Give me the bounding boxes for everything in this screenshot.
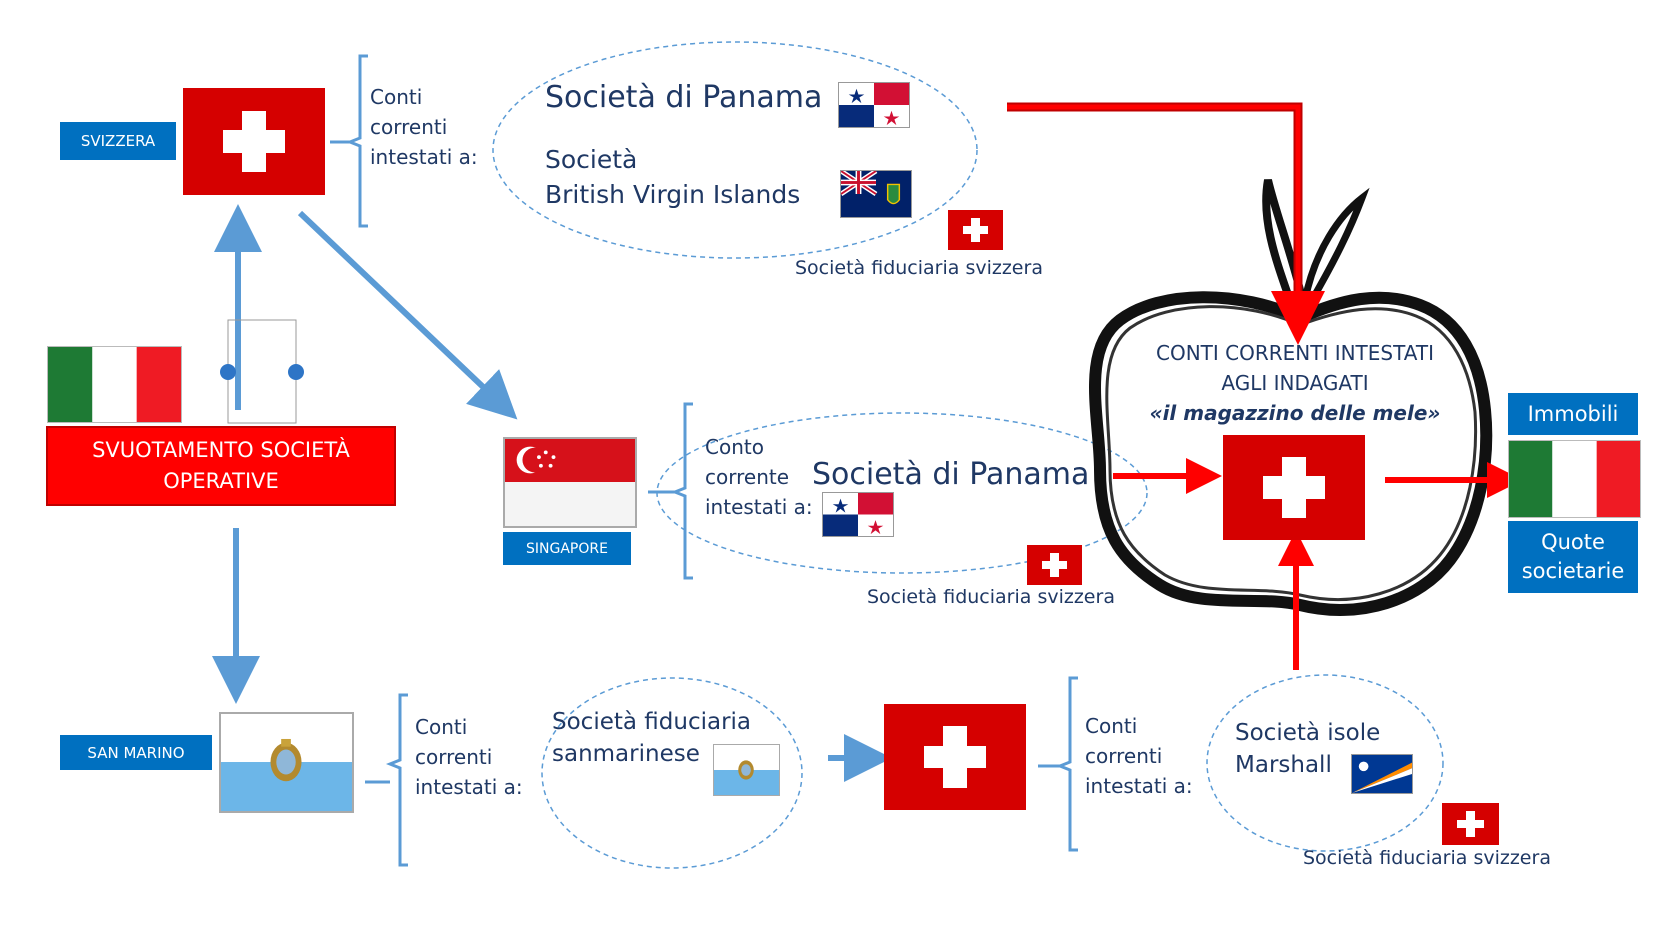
bottom-brace <box>385 693 408 867</box>
mid-fiduciary-label: Società fiduciaria svizzera <box>867 586 1115 608</box>
bottom-accounts-line3: intestati a: <box>415 775 523 799</box>
bottom-ellipse <box>541 677 803 869</box>
svizzera-label: SVIZZERA <box>60 122 176 160</box>
panama-flag-top <box>838 82 910 128</box>
swiss-flag-top <box>183 88 325 195</box>
bottom-right-company-line2: Marshall <box>1235 752 1332 779</box>
swiss-flag-small-top <box>948 210 1003 250</box>
top-company-panama: Società di Panama <box>545 80 823 115</box>
bvi-flag <box>840 170 912 218</box>
bottom-right-company-label: Società isole Marshall <box>1235 717 1380 781</box>
top-accounts-label: Conti correnti intestati a: <box>370 82 478 172</box>
bottom-accounts-line2: correnti <box>415 745 493 769</box>
top-accounts-line3: intestati a: <box>370 145 478 169</box>
singapore-flag <box>503 437 637 528</box>
mid-brace <box>670 402 693 580</box>
italy-flag-right <box>1508 440 1641 518</box>
swiss-flag-small-bottom <box>1442 803 1499 845</box>
apple-label: CONTI CORRENTI INTESTATI AGLI INDAGATI «… <box>1130 338 1460 428</box>
mid-company-panama: Società di Panama <box>812 457 1090 492</box>
bottom-company-line1: Società fiduciaria <box>552 709 752 735</box>
svuotamento-box: SVUOTAMENTO SOCIETÀ OPERATIVE <box>46 426 396 506</box>
top-company-bvi-line2: British Virgin Islands <box>545 180 801 209</box>
arrow-svizzera-to-singapore <box>297 210 518 420</box>
bottom-right-accounts-label: Conti correnti intestati a: <box>1085 711 1193 801</box>
apple-line1: CONTI CORRENTI INTESTATI <box>1155 341 1435 365</box>
bottom-accounts-label: Conti correnti intestati a: <box>415 712 523 802</box>
mid-accounts-line1: Conto <box>705 435 764 459</box>
marshall-islands-flag <box>1351 754 1413 794</box>
san-marino-label: SAN MARINO <box>60 735 212 770</box>
san-marino-flag <box>219 712 354 813</box>
swiss-flag-small-mid <box>1027 545 1082 585</box>
mid-accounts-label: Conto corrente intestati a: <box>705 432 813 522</box>
italy-flag-left <box>47 346 182 423</box>
top-fiduciary-label: Società fiduciaria svizzera <box>795 257 1043 279</box>
top-brace <box>345 54 368 228</box>
panama-flag-mid <box>822 492 894 537</box>
bottom-right-accounts-line1: Conti <box>1085 714 1138 738</box>
bottom-accounts-line1: Conti <box>415 715 468 739</box>
top-ellipse <box>492 41 978 259</box>
arrow-top-to-apple <box>1007 102 1325 345</box>
quote-line1: Quote <box>1541 529 1605 554</box>
bottom-right-fiduciary-label: Società fiduciaria svizzera <box>1303 847 1551 869</box>
top-company-bvi-line1: Società <box>545 145 638 174</box>
top-accounts-line2: correnti <box>370 115 448 139</box>
top-accounts-line1: Conti <box>370 85 423 109</box>
quote-line2: societarie <box>1521 559 1625 583</box>
svuotamento-line1: SVUOTAMENTO SOCIETÀ <box>92 437 350 462</box>
san-marino-flag-small <box>713 744 780 796</box>
bottom-right-accounts-line3: intestati a: <box>1085 774 1193 798</box>
apple-stem <box>1262 179 1305 320</box>
svuotamento-line2: OPERATIVE <box>163 469 279 493</box>
selection-handle-right <box>288 364 304 380</box>
mid-accounts-line2: corrente <box>705 465 790 489</box>
swiss-flag-bottom <box>884 704 1026 810</box>
bottom-right-ellipse <box>1206 674 1444 852</box>
bottom-right-brace <box>1055 676 1078 852</box>
bottom-company-label: Società fiduciaria sanmarinese <box>552 706 751 770</box>
selection-handle-left <box>220 364 236 380</box>
singapore-label: SINGAPORE <box>503 532 631 565</box>
apple-line3: «il magazzino delle mele» <box>1149 401 1441 425</box>
bottom-company-line2: sanmarinese <box>552 741 700 768</box>
swiss-flag-apple <box>1223 435 1365 540</box>
bottom-right-accounts-line2: correnti <box>1085 744 1163 768</box>
apple-outline-inner <box>1105 305 1478 601</box>
top-company-bvi: Società British Virgin Islands <box>545 142 800 212</box>
immobili-box: Immobili <box>1508 393 1638 435</box>
apple-leaf <box>1300 187 1370 304</box>
mid-accounts-line3: intestati a: <box>705 495 813 519</box>
bottom-right-company-line1: Società isole <box>1235 720 1381 746</box>
quote-societarie-box: Quote societarie <box>1508 521 1638 593</box>
apple-line2: AGLI INDAGATI <box>1221 371 1369 395</box>
